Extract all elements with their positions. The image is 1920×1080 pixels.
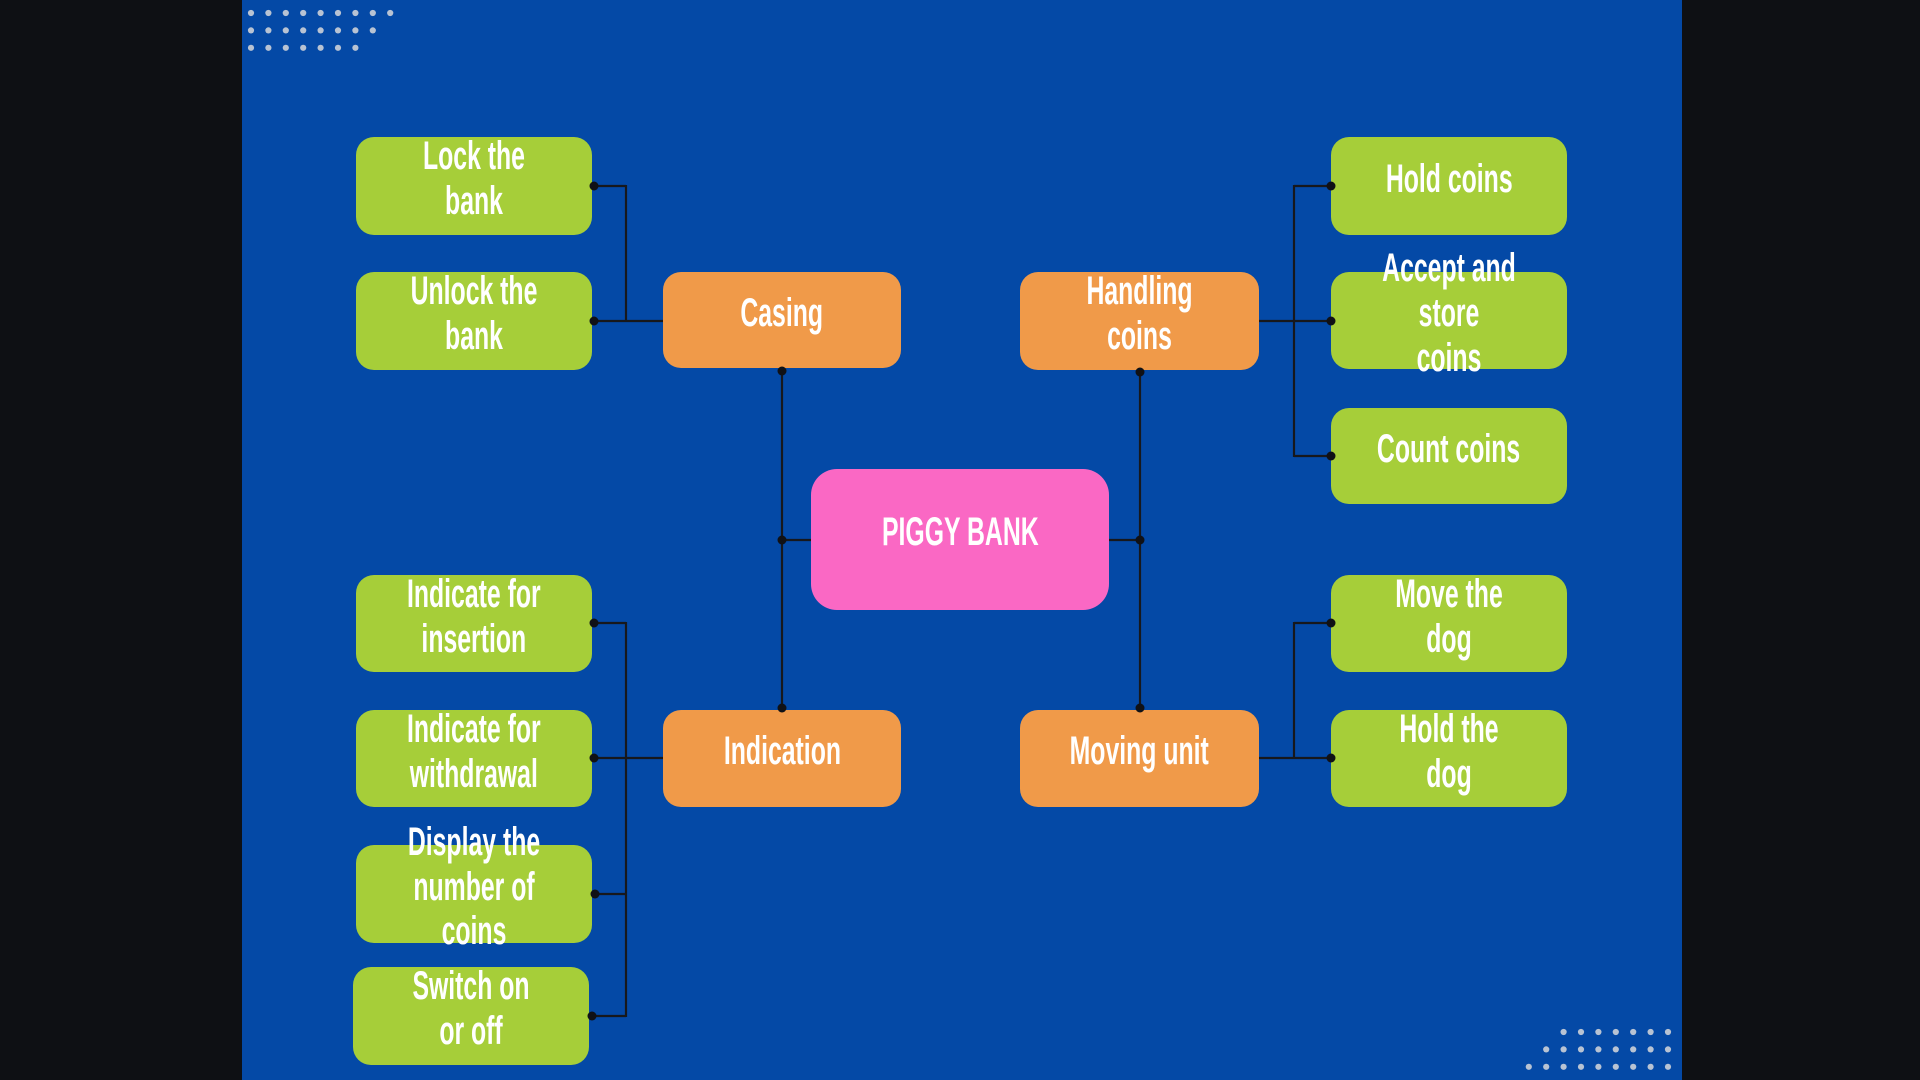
- node-moving-unit[interactable]: Moving unit: [1020, 710, 1259, 807]
- node-label: PIGGY BANK: [881, 510, 1039, 555]
- node-label: Moving unit: [1069, 729, 1210, 774]
- node-move-the-dog[interactable]: Move the dog: [1331, 571, 1567, 672]
- node-display-the-number-of-coins[interactable]: Display the number of coins: [356, 820, 592, 953]
- node-label: Lock the bank: [423, 134, 525, 223]
- node-count-coins[interactable]: Count coins: [1331, 408, 1567, 504]
- letterbox-left: [0, 0, 242, 1080]
- node-label: Hold the dog: [1399, 706, 1499, 796]
- node-lock-the-bank[interactable]: Lock the bank: [356, 134, 592, 235]
- node-hold-the-dog[interactable]: Hold the dog: [1331, 706, 1567, 807]
- node-label: Hold coins: [1385, 156, 1513, 201]
- node-label: Move the dog: [1395, 571, 1503, 661]
- node-switch-on-or-off[interactable]: Switch on or off: [353, 964, 589, 1065]
- node-casing[interactable]: Casing: [663, 272, 901, 368]
- node-label: Switch on or off: [412, 964, 530, 1053]
- node-label: Accept and store coins: [1382, 246, 1516, 380]
- node-label: Indicate for insertion: [407, 571, 541, 661]
- node-label: Count coins: [1377, 426, 1521, 471]
- node-label: Display the number of coins: [407, 819, 541, 954]
- node-handling-coins[interactable]: Handling coins: [1020, 269, 1259, 370]
- node-indicate-for-insertion[interactable]: Indicate for insertion: [356, 571, 592, 672]
- node-accept-and-store-coins[interactable]: Accept and store coins: [1331, 246, 1567, 380]
- node-piggy-bank[interactable]: PIGGY BANK: [811, 469, 1109, 610]
- node-indication[interactable]: Indication: [663, 710, 901, 807]
- letterbox-right: [1682, 0, 1920, 1080]
- node-hold-coins[interactable]: Hold coins: [1331, 137, 1567, 235]
- node-label: Casing: [740, 290, 824, 335]
- node-unlock-the-bank[interactable]: Unlock the bank: [356, 269, 592, 370]
- node-label: Unlock the bank: [410, 269, 538, 358]
- node-label: Handling coins: [1086, 269, 1193, 358]
- node-label: Indication: [723, 729, 841, 774]
- node-indicate-for-withdrawal[interactable]: Indicate for withdrawal: [356, 706, 592, 807]
- node-label: Indicate for withdrawal: [407, 706, 541, 796]
